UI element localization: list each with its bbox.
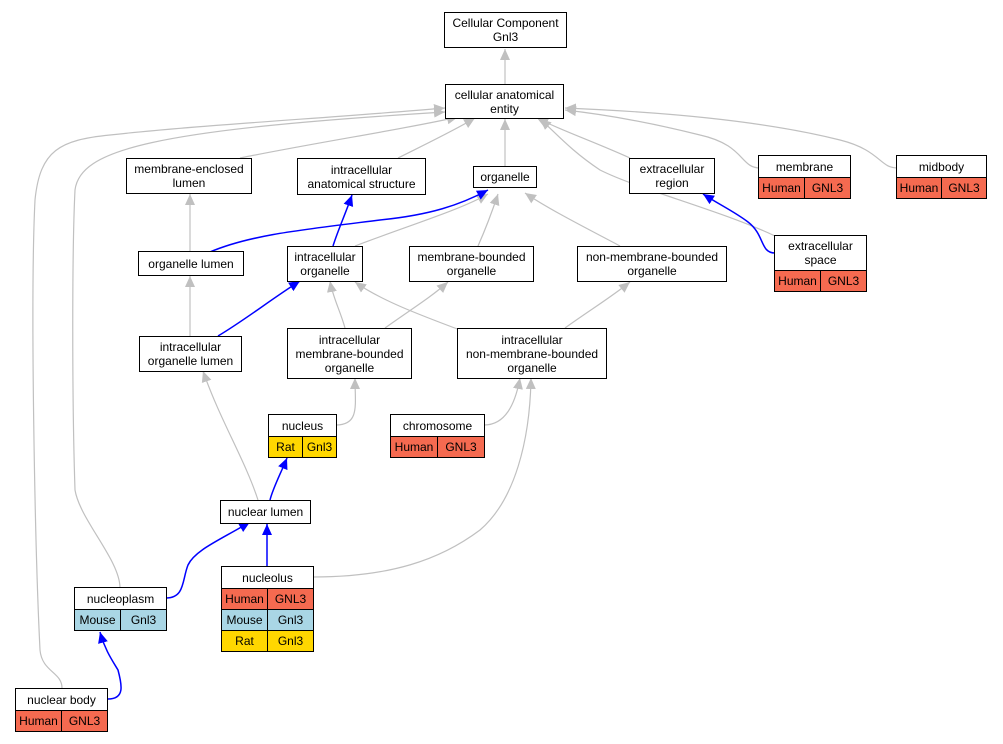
edge-nucleoplasm-nlumen-blue <box>165 521 251 599</box>
species-cell: Rat <box>221 630 268 652</box>
species-cell: Mouse <box>221 609 268 631</box>
edge-mel-cae <box>239 114 459 159</box>
node-extracellular-space[interactable]: extracellular space Human GNL3 <box>774 235 867 292</box>
species-cell: Mouse <box>74 609 121 631</box>
node-membrane-enclosed-lumen[interactable]: membrane-enclosed lumen <box>126 158 252 194</box>
edge-nmbo-organelle <box>524 192 621 247</box>
node-chromosome[interactable]: chromosome Human GNL3 <box>390 414 485 458</box>
annotation-table: Human GNL3 <box>896 177 987 199</box>
edge-ecs-ecr-blue <box>702 193 776 254</box>
species-cell: Human <box>15 710 62 732</box>
edge-chromosome-inmbo <box>483 377 523 426</box>
gene-cell: GNL3 <box>61 710 108 732</box>
node-title: chromosome <box>390 414 485 436</box>
node-title: nucleus <box>268 414 337 436</box>
node-nucleus[interactable]: nucleus Rat Gnl3 <box>268 414 337 458</box>
annotation-table: Human GNL3 <box>758 177 851 199</box>
gene-cell: GNL3 <box>267 588 314 610</box>
gene-cell: Gnl3 <box>267 609 314 631</box>
edge-ecr-cae <box>536 117 631 159</box>
species-cell: Human <box>390 436 438 458</box>
node-extracellular-region[interactable]: extracellular region <box>629 158 715 194</box>
node-non-membrane-bounded-organelle[interactable]: non-membrane-bounded organelle <box>577 246 727 282</box>
edge-imbo-io <box>326 280 346 329</box>
edge-membrane-cae <box>564 106 761 169</box>
node-cellular-anatomical-entity[interactable]: cellular anatomical entity <box>445 84 564 119</box>
gene-cell: Gnl3 <box>302 436 337 458</box>
edge-nucleoplasm-cae <box>72 107 446 589</box>
edge-inmbo-nmbo <box>564 281 631 329</box>
node-intracellular-non-membrane-bounded-organelle[interactable]: intracellular non-membrane-bounded organ… <box>457 328 607 379</box>
node-membrane[interactable]: membrane Human GNL3 <box>758 155 851 199</box>
node-membrane-bounded-organelle[interactable]: membrane-bounded organelle <box>409 246 534 282</box>
species-cell: Human <box>896 177 942 199</box>
annotation-table: Mouse Gnl3 <box>74 609 167 631</box>
edge-nucleolus-inmbo <box>312 377 536 578</box>
annotation-table: Rat Gnl3 <box>268 436 337 458</box>
edge-inmbo-io <box>354 281 461 331</box>
node-intracellular-organelle[interactable]: intracellular organelle <box>287 246 363 282</box>
blue-edges <box>98 189 776 700</box>
edge-nbody-cae <box>32 103 446 689</box>
node-nuclear-lumen[interactable]: nuclear lumen <box>220 500 311 524</box>
annotation-table: Human GNL3 <box>390 436 485 458</box>
edge-nbody-nucleoplasm-blue <box>98 631 122 700</box>
gene-cell: Gnl3 <box>267 630 314 652</box>
node-organelle[interactable]: organelle <box>473 166 537 188</box>
node-intracellular-organelle-lumen[interactable]: intracellular organelle lumen <box>139 336 242 372</box>
grey-edges <box>32 49 898 689</box>
node-cellular-component-gnl3[interactable]: Cellular Component Gnl3 <box>444 12 567 48</box>
edge-iol-io-blue <box>217 280 301 337</box>
species-cell: Human <box>774 270 821 292</box>
gene-cell: GNL3 <box>941 177 987 199</box>
node-intracellular-membrane-bounded-organelle[interactable]: intracellular membrane-bounded organelle <box>287 328 412 379</box>
edge-imbo-mbo <box>384 281 449 329</box>
edge-ias-cae <box>397 117 476 159</box>
annotation-table: Human GNL3 <box>15 710 108 732</box>
gene-cell: GNL3 <box>820 270 867 292</box>
node-title: nuclear body <box>15 688 108 710</box>
annotation-table: Human GNL3 Mouse Gnl3 Rat Gnl3 <box>221 588 314 652</box>
edge-nlumen-nucleus-blue <box>269 457 288 501</box>
species-cell: Human <box>221 588 268 610</box>
node-title: extracellular space <box>774 235 867 270</box>
node-title: membrane <box>758 155 851 177</box>
node-intracellular-anatomical-structure[interactable]: intracellular anatomical structure <box>297 158 426 195</box>
edge-io-ias-blue <box>332 194 354 247</box>
edge-ecs-cae <box>539 118 776 237</box>
node-nuclear-body[interactable]: nuclear body Human GNL3 <box>15 688 108 732</box>
gene-cell: Gnl3 <box>120 609 167 631</box>
edge-nucleus-imbo <box>335 377 361 426</box>
node-title: nucleoplasm <box>74 587 167 609</box>
edge-midbody-cae <box>564 103 898 169</box>
edge-oll-organelle-blue <box>209 189 489 253</box>
node-title: nucleolus <box>221 566 314 588</box>
gene-cell: GNL3 <box>804 177 851 199</box>
node-organelle-lumen[interactable]: organelle lumen <box>138 251 244 276</box>
node-title: midbody <box>896 155 987 177</box>
gene-cell: GNL3 <box>437 436 485 458</box>
species-cell: Human <box>758 177 805 199</box>
node-midbody[interactable]: midbody Human GNL3 <box>896 155 987 199</box>
species-cell: Rat <box>268 436 303 458</box>
node-nucleolus[interactable]: nucleolus Human GNL3 Mouse Gnl3 Rat Gnl3 <box>221 566 314 652</box>
edge-nlumen-iol <box>201 370 259 501</box>
node-nucleoplasm[interactable]: nucleoplasm Mouse Gnl3 <box>74 587 167 631</box>
annotation-table: Human GNL3 <box>774 270 867 292</box>
edge-mbo-organelle <box>477 193 500 247</box>
